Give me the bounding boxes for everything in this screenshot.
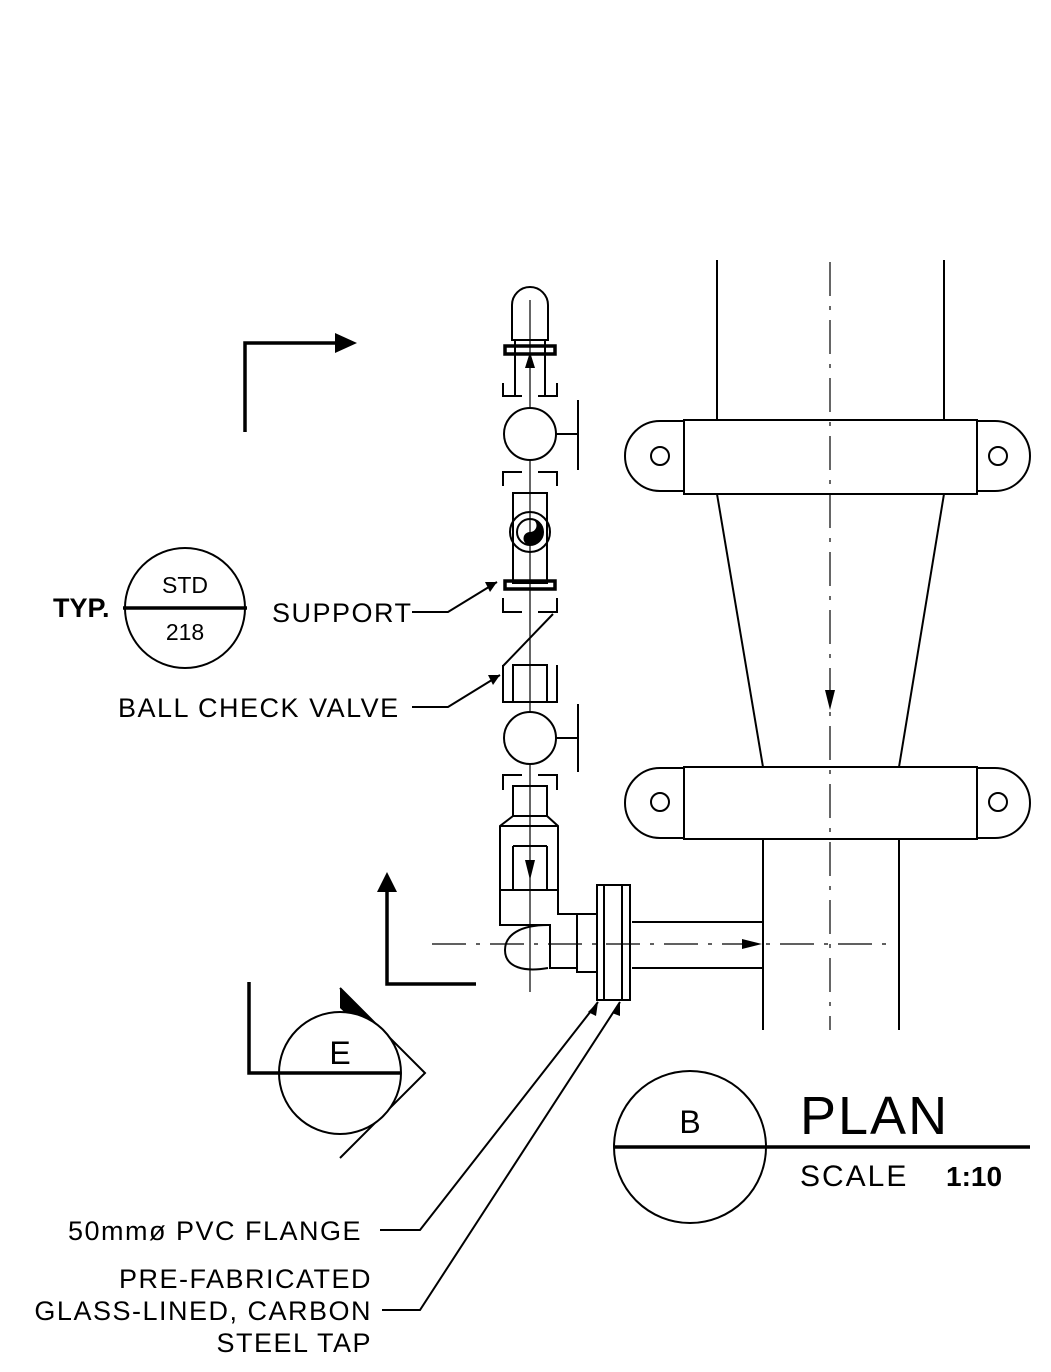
pvc-flange xyxy=(576,884,631,1001)
detail-top: STD xyxy=(162,572,208,598)
callout-ball-check-valve: BALL CHECK VALVE xyxy=(118,674,501,723)
tap-pipe xyxy=(432,921,895,969)
section-cut-bottom xyxy=(377,872,476,986)
detail-bottom: 218 xyxy=(166,619,204,645)
tap-label-line3: STEEL TAP xyxy=(216,1328,372,1358)
view-id: B xyxy=(679,1104,700,1140)
view-title: PLAN xyxy=(800,1086,949,1146)
support-label: SUPPORT xyxy=(272,598,413,628)
section-marker-e: E xyxy=(247,982,427,1159)
ball-check-valve-label: BALL CHECK VALVE xyxy=(118,693,400,723)
instrument-line xyxy=(499,286,579,890)
tap-label-line1: PRE-FABRICATED xyxy=(119,1264,372,1294)
scale-value: 1:10 xyxy=(946,1161,1002,1192)
pvc-flange-label: 50mmø PVC FLANGE xyxy=(68,1216,362,1246)
callout-steel-tap: PRE-FABRICATED GLASS-LINED, CARBON STEEL… xyxy=(34,1001,621,1358)
section-letter: E xyxy=(329,1035,350,1071)
callout-pvc-flange: 50mmø PVC FLANGE xyxy=(68,1001,599,1246)
detail-prefix: TYP. xyxy=(53,593,110,623)
callout-support: SUPPORT xyxy=(272,581,498,628)
vessel xyxy=(624,260,1031,1030)
elbow xyxy=(499,889,578,992)
scale-label: SCALE xyxy=(800,1160,908,1193)
section-cut-top xyxy=(243,333,357,432)
tap-label-line2: GLASS-LINED, CARBON xyxy=(34,1296,372,1326)
view-title-block: B PLAN SCALE 1:10 xyxy=(613,1070,1030,1224)
detail-reference-bubble: TYP. STD 218 xyxy=(53,547,247,669)
